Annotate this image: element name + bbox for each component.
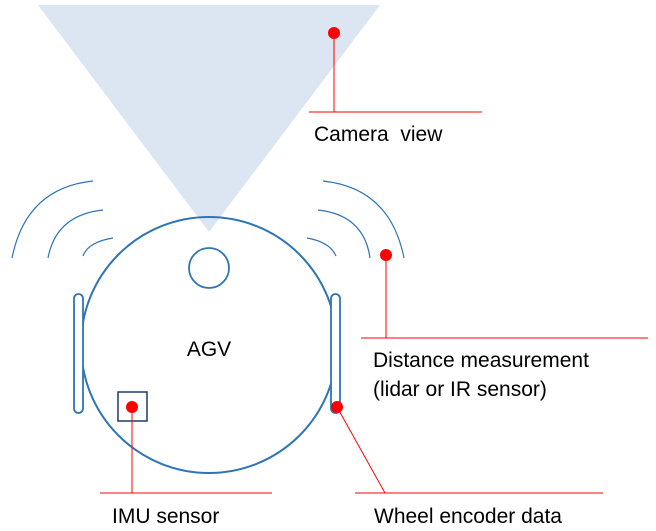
camera-lens [188, 247, 230, 289]
wave-arc-left-inner [82, 237, 114, 257]
distance-waves-right [306, 180, 405, 259]
imu-sensor-label: IMU sensor [112, 505, 219, 528]
distance-label-line2: (lidar or IR sensor) [373, 378, 547, 401]
camera-callout [309, 33, 482, 113]
right-wheel [330, 293, 341, 414]
wave-arc-left-outer [11, 180, 94, 259]
distance-waves-left [11, 180, 114, 259]
distance-callout-dot [380, 249, 392, 261]
wheel-encoder-label: Wheel encoder data [374, 505, 562, 528]
imu-callout [100, 407, 272, 494]
left-wheel [73, 293, 84, 414]
imu-callout-dot [126, 401, 138, 413]
distance-callout [361, 255, 648, 339]
wave-arc-right-inner [306, 237, 337, 257]
wheel-callout-dot [331, 401, 343, 413]
camera-callout-dot [328, 27, 340, 39]
camera-view-label: Camera view [314, 123, 443, 146]
camera-view-cone [38, 5, 380, 232]
wheel-callout-leader [336, 406, 386, 494]
wave-arc-right-outer [322, 180, 405, 259]
agv-label: AGV [187, 338, 231, 361]
distance-label-line1: Distance measurement [373, 349, 589, 372]
wave-arc-right-middle [317, 209, 371, 259]
wheel-callout [336, 406, 603, 494]
wave-arc-left-middle [47, 209, 104, 259]
